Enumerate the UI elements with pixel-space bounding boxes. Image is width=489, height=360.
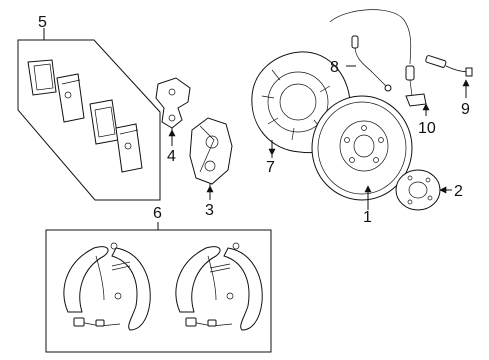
pad-wear-sensor: 9 xyxy=(425,55,473,118)
brake-shoe-set-right xyxy=(175,242,263,331)
brake-pad xyxy=(115,123,143,173)
caliper-bracket: 4 xyxy=(155,77,191,165)
callout-1: 1 xyxy=(363,209,372,226)
brake-caliper: 3 xyxy=(189,117,233,219)
callout-4: 4 xyxy=(167,148,176,165)
wheel-hub: 2 xyxy=(395,169,463,211)
brake-pad xyxy=(89,99,119,145)
callout-6: 6 xyxy=(153,205,162,222)
wheel-speed-sensor: 10 xyxy=(405,65,436,137)
callout-3: 3 xyxy=(205,202,214,219)
brake-pads-group: 5 xyxy=(17,14,161,201)
callout-7: 7 xyxy=(266,159,275,176)
brake-pad xyxy=(56,73,85,123)
brake-pads-box xyxy=(17,39,161,201)
parking-brake-shoes-group: 6 xyxy=(45,205,272,353)
callout-9: 9 xyxy=(461,101,470,118)
sensor-cable: 8 xyxy=(329,9,412,92)
brake-shoe-set-left xyxy=(63,242,151,331)
callout-8: 8 xyxy=(330,59,339,76)
callout-2: 2 xyxy=(454,183,463,200)
callout-10: 10 xyxy=(418,120,436,137)
brake-pad xyxy=(27,59,57,96)
callout-5: 5 xyxy=(38,14,47,31)
brake-rotor: 1 xyxy=(311,95,413,226)
